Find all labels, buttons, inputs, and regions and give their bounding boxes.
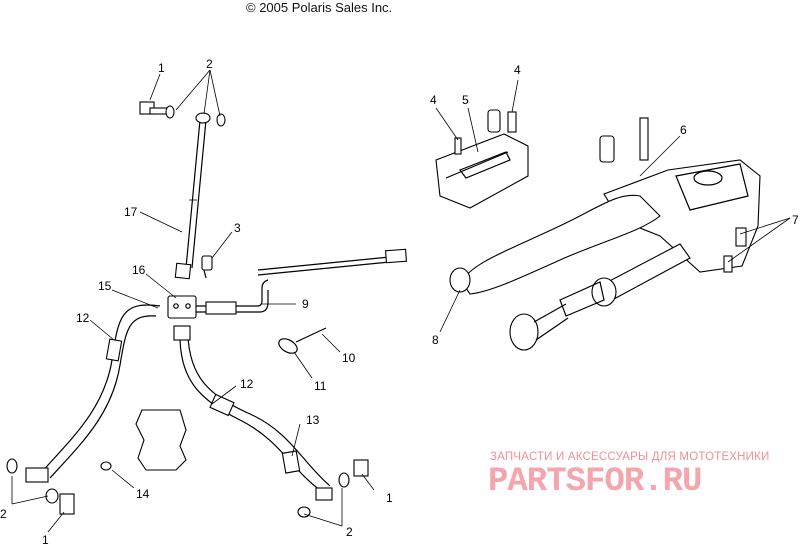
callout-1-top: 1 [158, 61, 165, 75]
left-bottom-fittings [6, 458, 75, 515]
piston-assembly [509, 243, 691, 351]
watermark-brand: PARTSFOR.RU [488, 463, 702, 501]
callout-4-right: 4 [514, 63, 521, 77]
callout-14: 14 [136, 487, 150, 501]
clip-plate-14 [100, 409, 187, 471]
callout-1-bottom-left: 1 [42, 533, 49, 544]
left-hose-12 [39, 304, 161, 479]
right-hose-12-13 [173, 325, 331, 491]
callout-6: 6 [680, 123, 687, 137]
callout-9: 9 [302, 297, 309, 311]
callout-2-bottom-left: 2 [0, 507, 7, 521]
watermark-subtitle: ЗАПЧАСТИ И АКСЕССУАРЫ ДЛЯ МОТОТЕХНИКИ [490, 451, 770, 463]
callout-11: 11 [314, 379, 327, 393]
right-pipe-9 [196, 248, 407, 315]
copyright-text: © 2005 Polaris Sales Inc. [246, 0, 393, 15]
fitting-3 [201, 255, 213, 279]
leader-lines [11, 69, 791, 533]
callout-8: 8 [432, 333, 439, 347]
callout-12-left: 12 [76, 311, 90, 325]
reservoir-cover [435, 109, 529, 209]
callout-15: 15 [98, 279, 112, 293]
callout-2-bottom-right: 2 [346, 525, 353, 539]
callout-16: 16 [132, 263, 146, 277]
banjo-bolt-top [139, 101, 226, 127]
master-cylinder-body [599, 117, 761, 273]
callout-12-right: 12 [240, 377, 254, 391]
callout-3: 3 [234, 221, 241, 235]
callout-7: 7 [792, 213, 799, 227]
brake-splitter-block [167, 295, 197, 319]
upper-brake-line [174, 119, 207, 280]
callout-13: 13 [306, 413, 320, 427]
callout-4-left: 4 [430, 93, 437, 107]
clip-10-11 [278, 327, 327, 354]
callout-17: 17 [124, 205, 138, 219]
callout-1-bottom-right: 1 [386, 491, 393, 505]
brake-lever [449, 194, 661, 295]
callout-10: 10 [342, 351, 356, 365]
callout-2-top: 2 [206, 57, 213, 71]
callout-5: 5 [462, 93, 469, 107]
right-bottom-fittings [297, 459, 369, 518]
